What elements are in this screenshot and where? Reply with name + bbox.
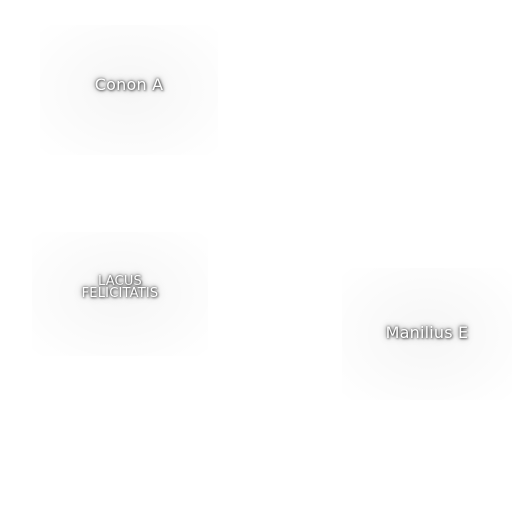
- lake-label-line-1: LACUS: [97, 274, 143, 289]
- crater-label-conon-a[interactable]: Conon A: [40, 25, 218, 155]
- crater-label-text: Conon A: [94, 75, 164, 94]
- lake-label-line-2: FELICITATIS: [81, 286, 159, 301]
- lake-label-text: LACUS FELICITATIS: [81, 274, 159, 306]
- lake-label-lacus-felicitatis[interactable]: LACUS FELICITATIS: [32, 232, 208, 356]
- crater-label-manilius-e[interactable]: Manilius E: [342, 268, 512, 400]
- crater-label-text: Manilius E: [385, 323, 469, 342]
